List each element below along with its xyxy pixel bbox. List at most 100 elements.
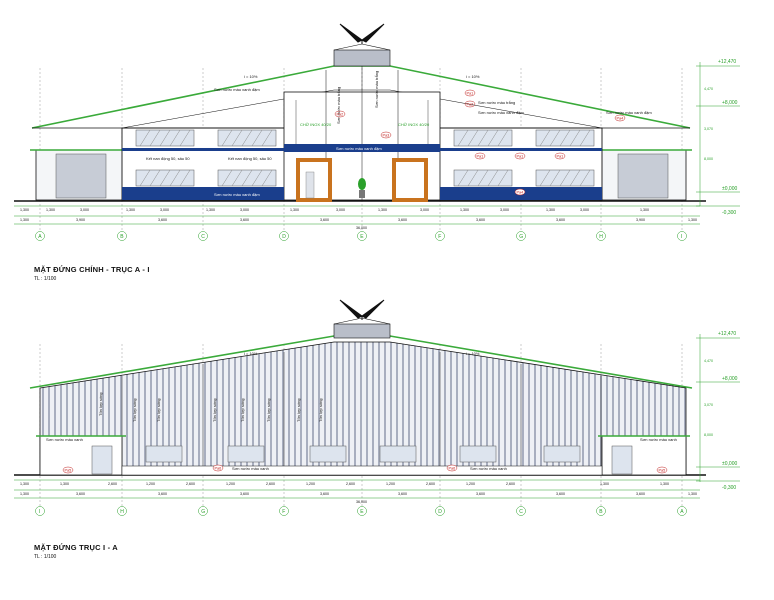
slope-right-label: i = 10%	[466, 74, 480, 79]
rolling-door-left	[55, 153, 107, 199]
svg-text:3,600: 3,600	[636, 492, 645, 496]
annex-right-note: Sơn nước màu xanh	[640, 437, 677, 442]
svg-text:1,300: 1,300	[206, 208, 215, 212]
grid-bubbles-front: A B C D E F G H I	[35, 231, 687, 241]
svg-text:2,600: 2,600	[108, 482, 117, 486]
notes-rear: i = 10% i = 10% Tôn lợp sóng Tôn lợp són…	[46, 351, 677, 471]
levels-front: +12,470 +8,000 ±0,000 -0,300 4,470 3,070…	[696, 59, 740, 216]
svg-text:1,300: 1,300	[290, 208, 299, 212]
svg-text:+8,000: +8,000	[722, 376, 738, 382]
svg-text:1,200: 1,200	[306, 482, 315, 486]
svg-text:2,600: 2,600	[266, 482, 275, 486]
dims-bottom-front: 1,300 3,900 3,600 3,600 3,600 3,600 3,60…	[20, 218, 697, 230]
level-eave: +8,000	[722, 100, 738, 106]
svg-text:3,600: 3,600	[76, 492, 85, 496]
svg-text:2,600: 2,600	[346, 482, 355, 486]
center-band-note: Sơn nước màu xanh đậm	[336, 146, 382, 151]
svg-text:E: E	[360, 509, 364, 515]
windows-rear	[145, 445, 581, 463]
svg-text:4,470: 4,470	[704, 87, 713, 91]
svg-text:2,600: 2,600	[506, 482, 515, 486]
svg-text:1,300: 1,300	[60, 482, 69, 486]
svg-text:2,600: 2,600	[426, 482, 435, 486]
svg-text:B: B	[120, 234, 124, 240]
svg-text:1,300: 1,300	[460, 208, 469, 212]
nameplate-right: CHỮ INOX 40/20	[398, 122, 430, 127]
svg-text:E: E	[360, 234, 364, 240]
ridge-symbol-icon	[339, 23, 385, 44]
svg-text:3,600: 3,600	[476, 492, 485, 496]
svg-text:Pa1: Pa1	[557, 155, 564, 159]
svg-text:3,600: 3,600	[476, 218, 485, 222]
svg-text:1,300: 1,300	[20, 492, 29, 496]
base-note: Sơn nước màu xanh	[232, 466, 269, 471]
ridge-vent-2	[333, 323, 391, 339]
svg-text:3,600: 3,600	[320, 218, 329, 222]
svg-text:i = 10%: i = 10%	[466, 351, 480, 356]
plinth-2	[121, 465, 603, 476]
svg-text:G: G	[519, 234, 523, 240]
svg-text:Pa5: Pa5	[659, 469, 666, 473]
svg-text:H: H	[599, 234, 603, 240]
rolling-door-right	[617, 153, 669, 199]
svg-text:B: B	[599, 509, 603, 515]
svg-text:D: D	[438, 509, 442, 515]
svg-text:C: C	[519, 509, 523, 515]
svg-text:Sơn nước màu xanh: Sơn nước màu xanh	[470, 466, 507, 471]
svg-text:3,600: 3,600	[158, 492, 167, 496]
svg-text:Tôn lợp sóng: Tôn lợp sóng	[212, 398, 217, 422]
svg-text:1,300: 1,300	[126, 208, 135, 212]
dims-top-rear: 1,300 1,300 2,600 1,200 2,600 1,200 2,60…	[20, 482, 669, 486]
svg-text:1,200: 1,200	[386, 482, 395, 486]
total-dim-rear: 36,000	[356, 500, 367, 504]
svg-text:1,300: 1,300	[640, 208, 649, 212]
svg-text:D: D	[282, 234, 286, 240]
svg-text:3,070: 3,070	[704, 403, 713, 407]
svg-text:Pa1: Pa1	[477, 155, 484, 159]
svg-text:3,000: 3,000	[580, 208, 589, 212]
svg-text:Pa6: Pa6	[215, 467, 222, 471]
svg-text:Pa1: Pa1	[517, 155, 524, 159]
annex-left-note: Sơn nước màu xanh	[46, 437, 83, 442]
svg-text:Pa1: Pa1	[467, 92, 474, 96]
svg-text:I: I	[39, 509, 40, 515]
dimension-lines-front	[14, 205, 700, 225]
notes-front: i = 10% i = 10% Sơn nước màu xanh đậm Sơ…	[146, 71, 652, 197]
svg-text:Pa2: Pa2	[337, 113, 344, 117]
svg-text:8,000: 8,000	[704, 157, 713, 161]
svg-text:1,200: 1,200	[226, 482, 235, 486]
plant-icon	[358, 178, 366, 198]
dims-bottom-rear: 1,300 3,600 3,600 3,600 3,600 3,600 3,60…	[20, 492, 697, 504]
svg-text:1,300: 1,300	[20, 482, 29, 486]
svg-text:3,600: 3,600	[556, 492, 565, 496]
material-tags-rear: Pa5 Pa6 Pa6 Pa5	[62, 464, 668, 474]
svg-text:3,900: 3,900	[76, 218, 85, 222]
svg-text:1,300: 1,300	[688, 492, 697, 496]
wall-columns	[121, 352, 602, 475]
note-white-center: Sơn nước màu trắng	[336, 87, 341, 124]
svg-text:Pa3: Pa3	[383, 134, 390, 138]
drawing2-scale: TL : 1/100	[34, 554, 57, 560]
svg-text:1,200: 1,200	[466, 482, 475, 486]
svg-text:3,600: 3,600	[398, 218, 407, 222]
nameplate-left: CHỮ INOX 40/20	[300, 122, 332, 127]
svg-text:H: H	[120, 509, 124, 515]
svg-text:3,000: 3,000	[420, 208, 429, 212]
svg-text:3,000: 3,000	[80, 208, 89, 212]
svg-text:3,900: 3,900	[636, 218, 645, 222]
svg-text:F: F	[438, 234, 441, 240]
svg-text:Pa4: Pa4	[617, 117, 624, 121]
total-dim-front: 36,000	[356, 226, 367, 230]
drawing2-title: MẶT ĐỨNG TRỤC I - A	[34, 543, 118, 552]
svg-text:Tôn lợp sóng: Tôn lợp sóng	[318, 398, 323, 422]
svg-text:Tôn lợp sóng: Tôn lợp sóng	[296, 398, 301, 422]
grid-bubbles-rear: I H G F E D C B A	[35, 506, 687, 516]
svg-text:A: A	[38, 234, 42, 240]
svg-text:3,600: 3,600	[240, 492, 249, 496]
svg-text:1,300: 1,300	[378, 208, 387, 212]
svg-text:±0,000: ±0,000	[722, 461, 737, 467]
svg-text:3,070: 3,070	[704, 127, 713, 131]
svg-text:3,000: 3,000	[336, 208, 345, 212]
entrance-door-right	[392, 158, 428, 202]
svg-text:1,300: 1,300	[46, 208, 55, 212]
